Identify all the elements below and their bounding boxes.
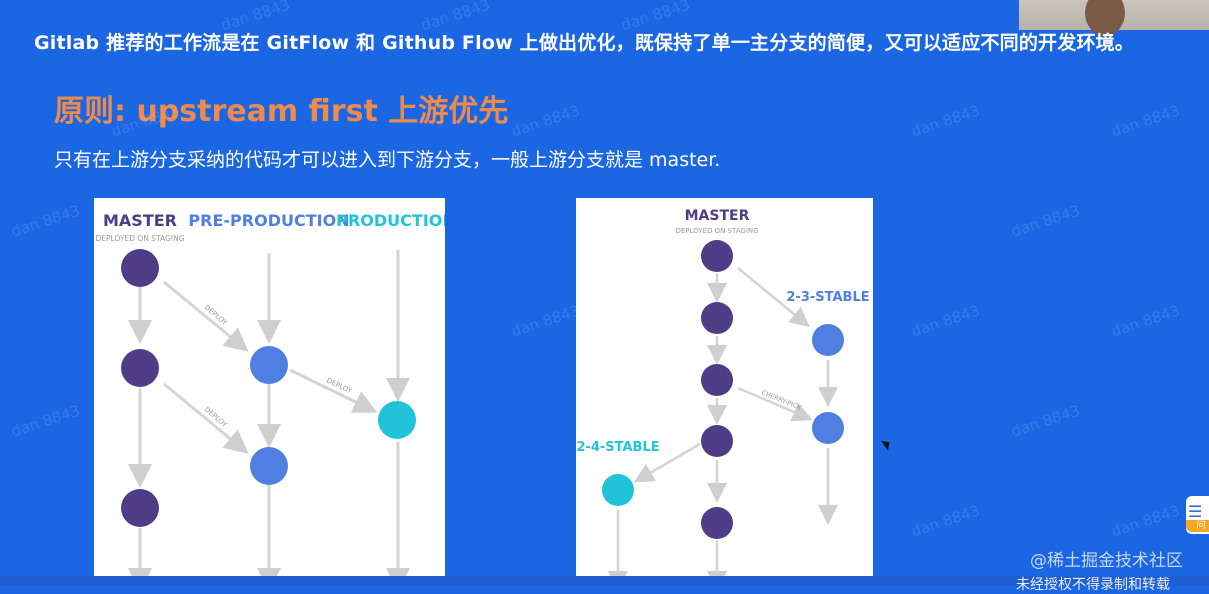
slide-title: 原则: upstream first 上游优先 [54, 94, 509, 129]
watermark: dan 8843 [908, 101, 983, 141]
right-master-commit-2 [701, 302, 733, 334]
diagram-right-panel: MASTER DEPLOYED ON STAGING 2-3-STABLE 2-… [576, 198, 873, 586]
watermark: dan 8843 [8, 201, 83, 241]
copyright-notice: 未经授权不得录制和转载 [1016, 577, 1170, 593]
right-master-commit-5 [701, 507, 733, 539]
footer-strip [0, 576, 1209, 586]
list-icon: ☰ [1188, 502, 1203, 521]
watermark: dan 8843 [1008, 201, 1083, 241]
stable-23-commit-1 [812, 324, 844, 356]
watermark: dan 8843 [1108, 501, 1183, 541]
watermark: dan 8843 [8, 401, 83, 441]
right-master-commit-4 [701, 425, 733, 457]
right-master-label: MASTER [685, 208, 750, 224]
preprod-label: PRE-PRODUCTION [188, 211, 349, 230]
watermark: dan 8843 [1008, 401, 1083, 441]
prod-commit-1 [378, 401, 416, 439]
watermark: dan 8843 [1108, 101, 1183, 141]
preprod-commit-2 [250, 447, 288, 485]
master-commit-3 [121, 489, 159, 527]
watermark: dan 8843 [908, 301, 983, 341]
right-master-commit-3 [701, 364, 733, 396]
slide-header-line: Gitlab 推荐的工作流是在 GitFlow 和 Github Flow 上做… [34, 32, 1135, 54]
side-question-label: 问 [1186, 520, 1209, 532]
right-master-commit-1 [701, 240, 733, 272]
prod-label: PRODUCTION [336, 211, 445, 230]
master-commit-1 [121, 249, 159, 287]
watermark: dan 8843 [1108, 301, 1183, 341]
stable-23-label: 2-3-STABLE [786, 290, 869, 305]
right-master-sublabel: DEPLOYED ON STAGING [675, 227, 758, 235]
watermark: dan 8843 [508, 101, 583, 141]
mouse-cursor [881, 437, 893, 451]
stable-24-label: 2-4-STABLE [576, 440, 659, 455]
diagram-left-panel: MASTER DEPLOYED ON STAGING PRE-PRODUCTIO… [94, 198, 445, 586]
watermark: dan 8843 [908, 501, 983, 541]
stable-24-commit-1 [602, 474, 634, 506]
stable-23-commit-2 [812, 412, 844, 444]
brand-watermark: @稀土掘金技术社区 [1030, 551, 1183, 571]
webcam-overlay [1019, 0, 1209, 36]
master-commit-2 [121, 349, 159, 387]
master-sublabel: DEPLOYED ON STAGING [95, 234, 184, 243]
side-question-button[interactable]: ☰ 问 [1186, 496, 1209, 534]
preprod-commit-1 [250, 346, 288, 384]
slide-subtitle: 只有在上游分支采纳的代码才可以进入到下游分支，一般上游分支就是 master. [54, 149, 721, 171]
watermark: dan 8843 [508, 301, 583, 341]
master-label: MASTER [103, 211, 177, 230]
presenter-face [1085, 0, 1125, 36]
